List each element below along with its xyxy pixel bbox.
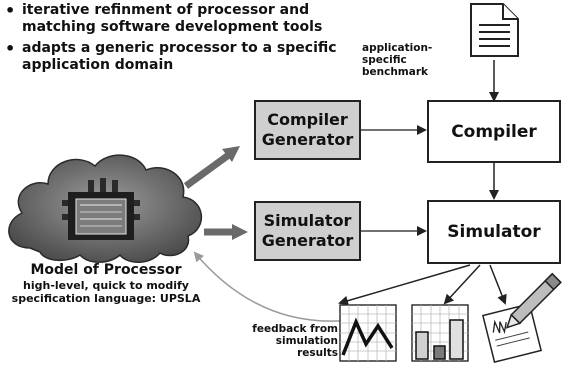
- bullet-item: adapts a generic processor to a specific…: [2, 40, 362, 74]
- model-to-simgen-arrow: [204, 224, 248, 240]
- bullet-item: iterative refinment of processor and mat…: [2, 2, 362, 36]
- compiler-generator-box: Compiler Generator: [254, 100, 361, 160]
- feedback-label: feedback from simulation results: [252, 323, 338, 359]
- notepad-pencil-icon: [481, 272, 562, 364]
- model-to-compgen-arrow: [183, 146, 240, 189]
- model-title: Model of Processor: [30, 262, 182, 278]
- benchmark-label: application-specific benchmark: [362, 42, 433, 78]
- simulator-generator-label: Simulator Generator: [261, 211, 354, 250]
- feedback-arrow: [193, 251, 353, 322]
- bar-chart-icon: [411, 304, 469, 362]
- bullet-list: iterative refinment of processor and mat…: [2, 2, 362, 78]
- document-icon: [470, 3, 519, 57]
- simulator-generator-box: Simulator Generator: [254, 201, 361, 261]
- compiler-box: Compiler: [427, 100, 561, 163]
- compiler-generator-label: Compiler Generator: [261, 110, 354, 149]
- simulator-box: Simulator: [427, 200, 561, 264]
- line-chart-icon: [339, 304, 397, 362]
- simulator-label: Simulator: [447, 222, 541, 242]
- cloud-chip-icon: [8, 154, 203, 263]
- result-arrow-3: [489, 264, 507, 305]
- result-arrow-1: [338, 264, 471, 306]
- compiler-label: Compiler: [451, 121, 537, 142]
- result-arrow-2: [443, 264, 481, 305]
- model-subtitle-2: specification language: UPSLA: [11, 292, 201, 305]
- model-subtitle-1: high-level, quick to modify: [23, 279, 189, 292]
